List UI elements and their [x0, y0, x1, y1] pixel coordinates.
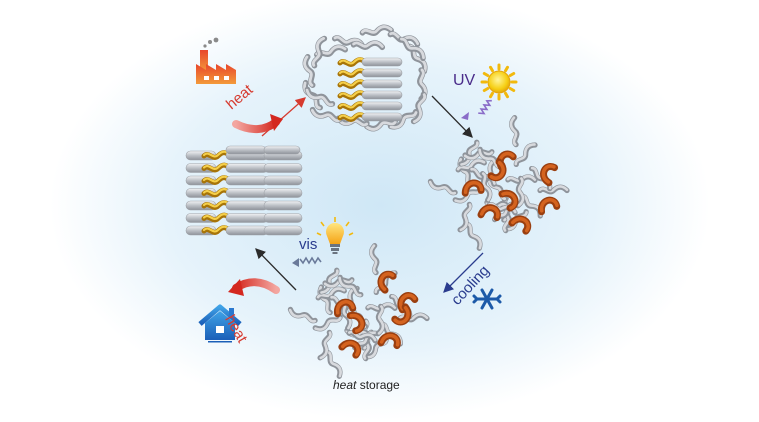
- polymer-rod: [263, 175, 303, 186]
- polymer-rod: [263, 145, 301, 155]
- polymer-rod: [225, 225, 269, 236]
- heat-in-curved-arrow: [232, 114, 283, 133]
- uv-arrow: [431, 95, 473, 138]
- polymer-rod: [225, 163, 269, 173]
- polymer-rod: [361, 112, 403, 122]
- vis-arrow: [255, 248, 297, 291]
- cooling-arrow: [443, 252, 484, 293]
- polymer-rod: [361, 57, 403, 67]
- polymer-rod: [361, 101, 403, 111]
- polymer-rod: [225, 175, 269, 186]
- vis-wave: [292, 256, 322, 267]
- polymer-rod: [263, 200, 303, 211]
- polymer-rod: [361, 79, 403, 89]
- polymer-rod: [263, 225, 303, 236]
- sun-icon: [480, 63, 518, 101]
- ordered-crystal-state: [185, 145, 303, 236]
- heat-out-curved-arrow: [228, 278, 280, 296]
- house-icon: [198, 304, 242, 343]
- vis-label: vis: [299, 236, 318, 253]
- heat-storage-caption-italic: heat: [333, 378, 357, 392]
- polymer-rod: [225, 200, 269, 211]
- heat-storage-caption-rest: storage: [356, 378, 400, 392]
- polymer-rod: [263, 188, 303, 198]
- heat-storage-caption: heat storage: [333, 378, 400, 392]
- polymer-rod: [225, 213, 269, 223]
- polymer-rod: [361, 90, 403, 100]
- snowflake-icon: [472, 288, 502, 310]
- uv-label: UV: [453, 72, 476, 89]
- light-bulb-icon: [316, 217, 354, 254]
- polymer-rod: [225, 145, 267, 155]
- polymer-rod: [225, 188, 269, 198]
- charged-melt-state: [302, 26, 428, 131]
- polymer-rod: [263, 163, 303, 173]
- polymer-rod: [263, 213, 303, 223]
- uv-wave: [461, 99, 492, 120]
- polymer-rod: [361, 68, 403, 78]
- background-glow: [50, 0, 710, 420]
- factory-icon: [196, 37, 236, 84]
